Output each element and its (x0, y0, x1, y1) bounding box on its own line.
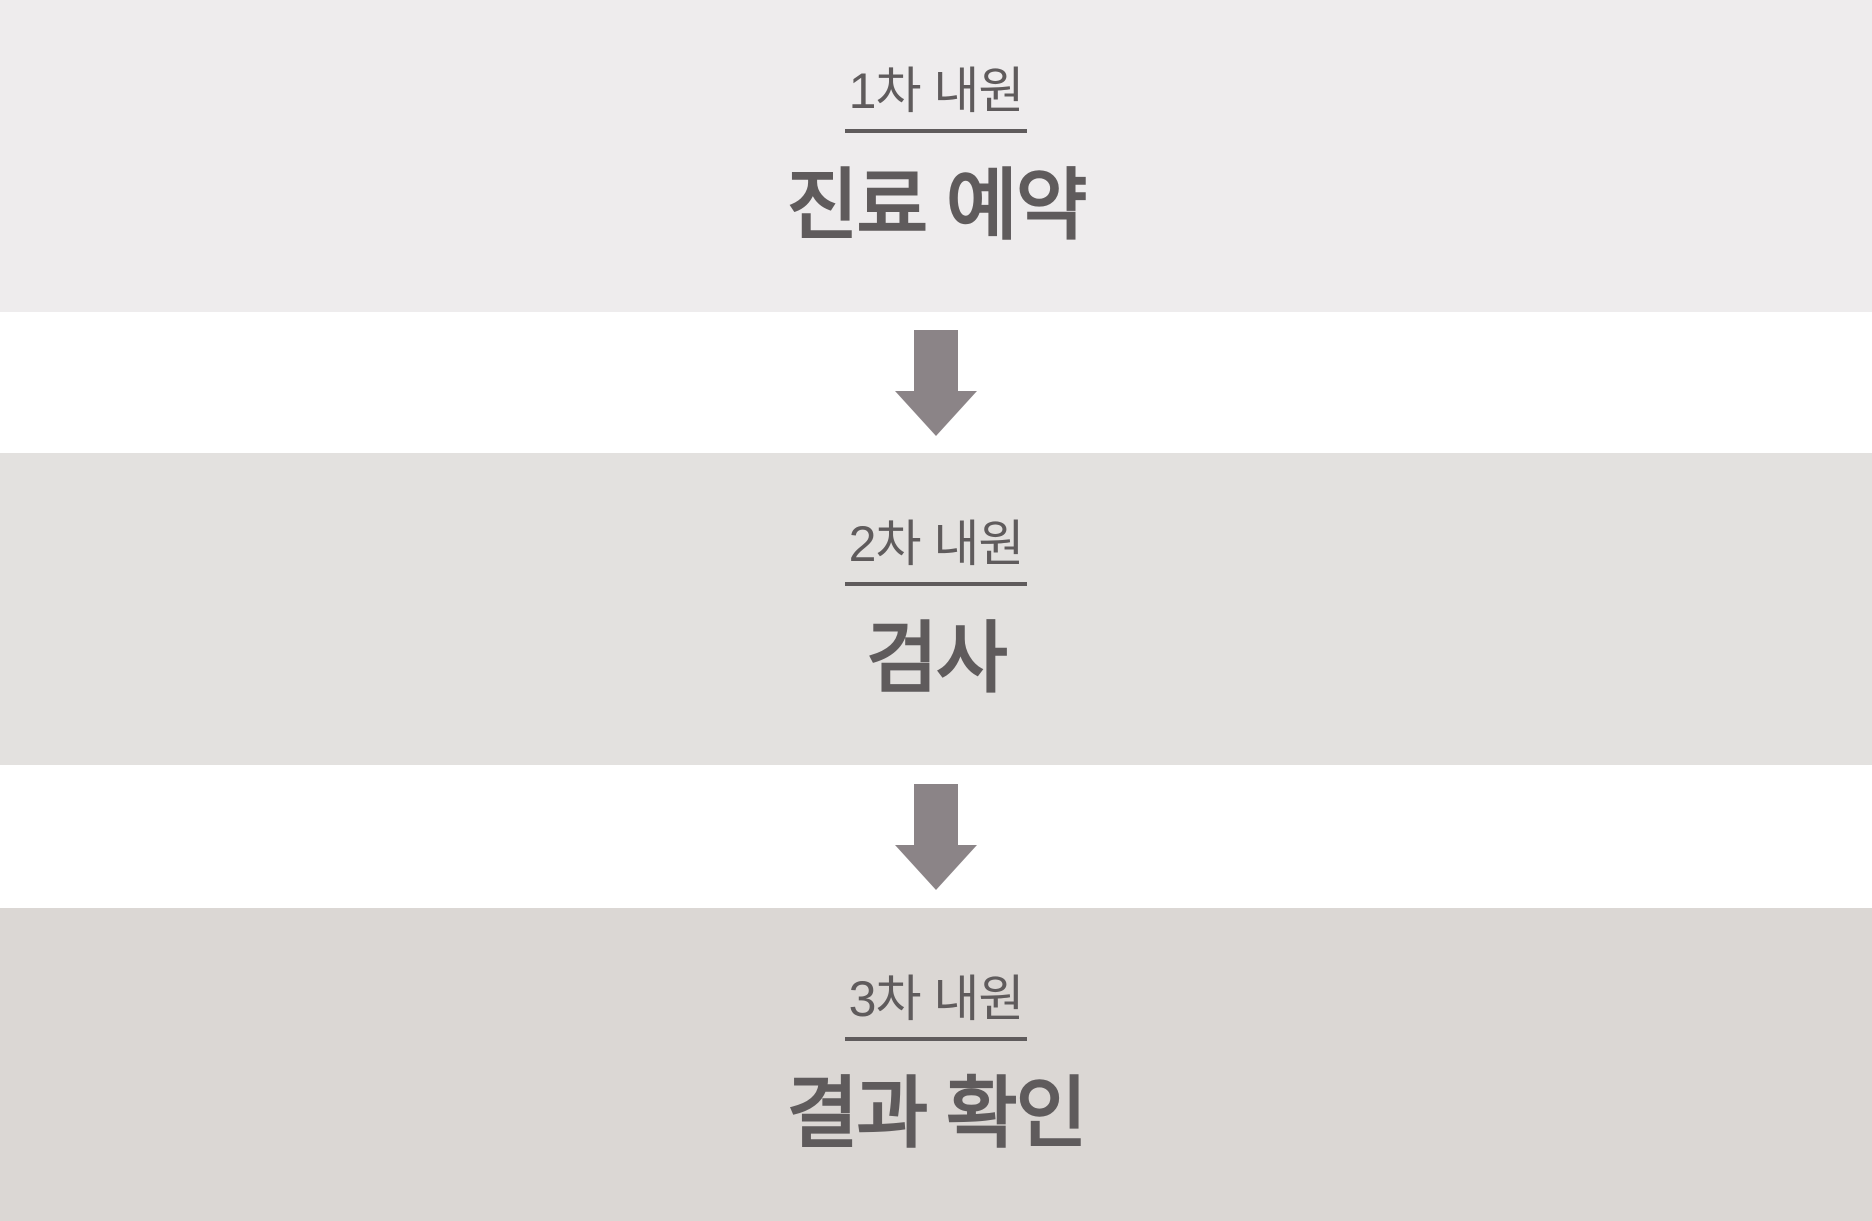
step-second-visit: 2차 내원 검사 (0, 453, 1872, 765)
down-arrow-head (895, 390, 977, 436)
second-visit-label: 2차 내원 (844, 516, 1028, 586)
down-arrow-stem (914, 329, 958, 391)
step-third-visit: 3차 내원 결과 확인 (0, 908, 1872, 1221)
step-first-visit: 1차 내원 진료 예약 (0, 0, 1872, 312)
down-arrow-head (895, 844, 977, 890)
first-visit-title: 진료 예약 (786, 160, 1088, 249)
connector-band-1 (0, 312, 1872, 453)
down-arrow-icon (895, 783, 977, 890)
connector-band-2 (0, 765, 1872, 908)
down-arrow-stem (914, 783, 958, 845)
first-visit-label: 1차 내원 (844, 63, 1028, 133)
second-visit-title: 검사 (866, 613, 1008, 702)
third-visit-title: 결과 확인 (786, 1069, 1088, 1158)
third-visit-label: 3차 내원 (844, 972, 1028, 1042)
down-arrow-icon (895, 329, 977, 436)
